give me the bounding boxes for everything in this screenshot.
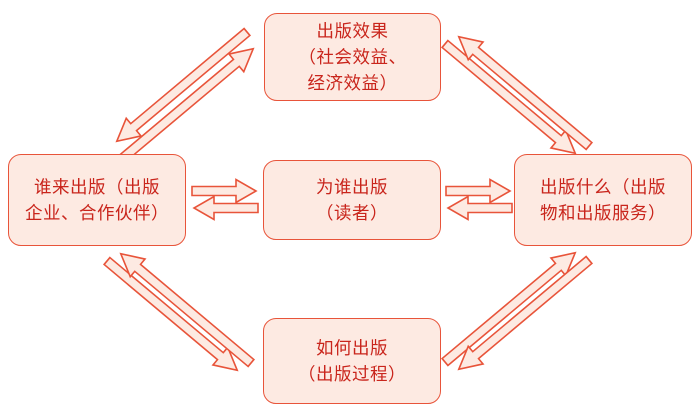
node-publishing-effect: 出版效果 （社会效益、 经济效益） — [264, 13, 441, 101]
arrow-left-to-center — [191, 178, 257, 204]
node-line: （出版过程） — [298, 364, 406, 384]
arrow-center-to-right — [445, 178, 511, 204]
node-how-to-publish: 如何出版 （出版过程） — [263, 318, 441, 404]
arrow-right-to-top — [450, 27, 598, 156]
node-line: 谁来出版（出版 — [34, 176, 160, 197]
node-line: （读者） — [316, 203, 388, 223]
arrow-bottom-to-right — [436, 243, 584, 372]
node-line: 经济效益） — [307, 73, 398, 94]
arrow-center-to-left — [193, 195, 259, 221]
arrow-right-to-center — [447, 195, 513, 221]
node-who-publishes: 谁来出版（出版 企业、合作伙伴） — [8, 154, 186, 246]
node-what-to-publish: 出版什么（出版 物和出版服务） — [514, 154, 692, 246]
arrow-left-to-bottom — [98, 251, 246, 380]
arrow-left-to-top — [114, 39, 262, 168]
node-line: 企业、合作伙伴） — [25, 203, 169, 223]
arrow-bottom-to-left — [112, 244, 260, 373]
node-line: 物和出版服务） — [540, 203, 666, 223]
node-line: 出版什么（出版 — [540, 176, 666, 197]
node-for-whom-publish: 为谁出版 （读者） — [263, 160, 441, 240]
node-line: 如何出版 — [316, 337, 388, 358]
arrow-top-to-left — [108, 22, 256, 151]
arrow-right-to-bottom — [450, 250, 598, 379]
node-line: （社会效益、 — [298, 46, 407, 67]
node-line: 出版效果 — [316, 20, 389, 41]
node-line: 为谁出版 — [316, 176, 388, 197]
arrow-top-to-right — [436, 34, 584, 163]
